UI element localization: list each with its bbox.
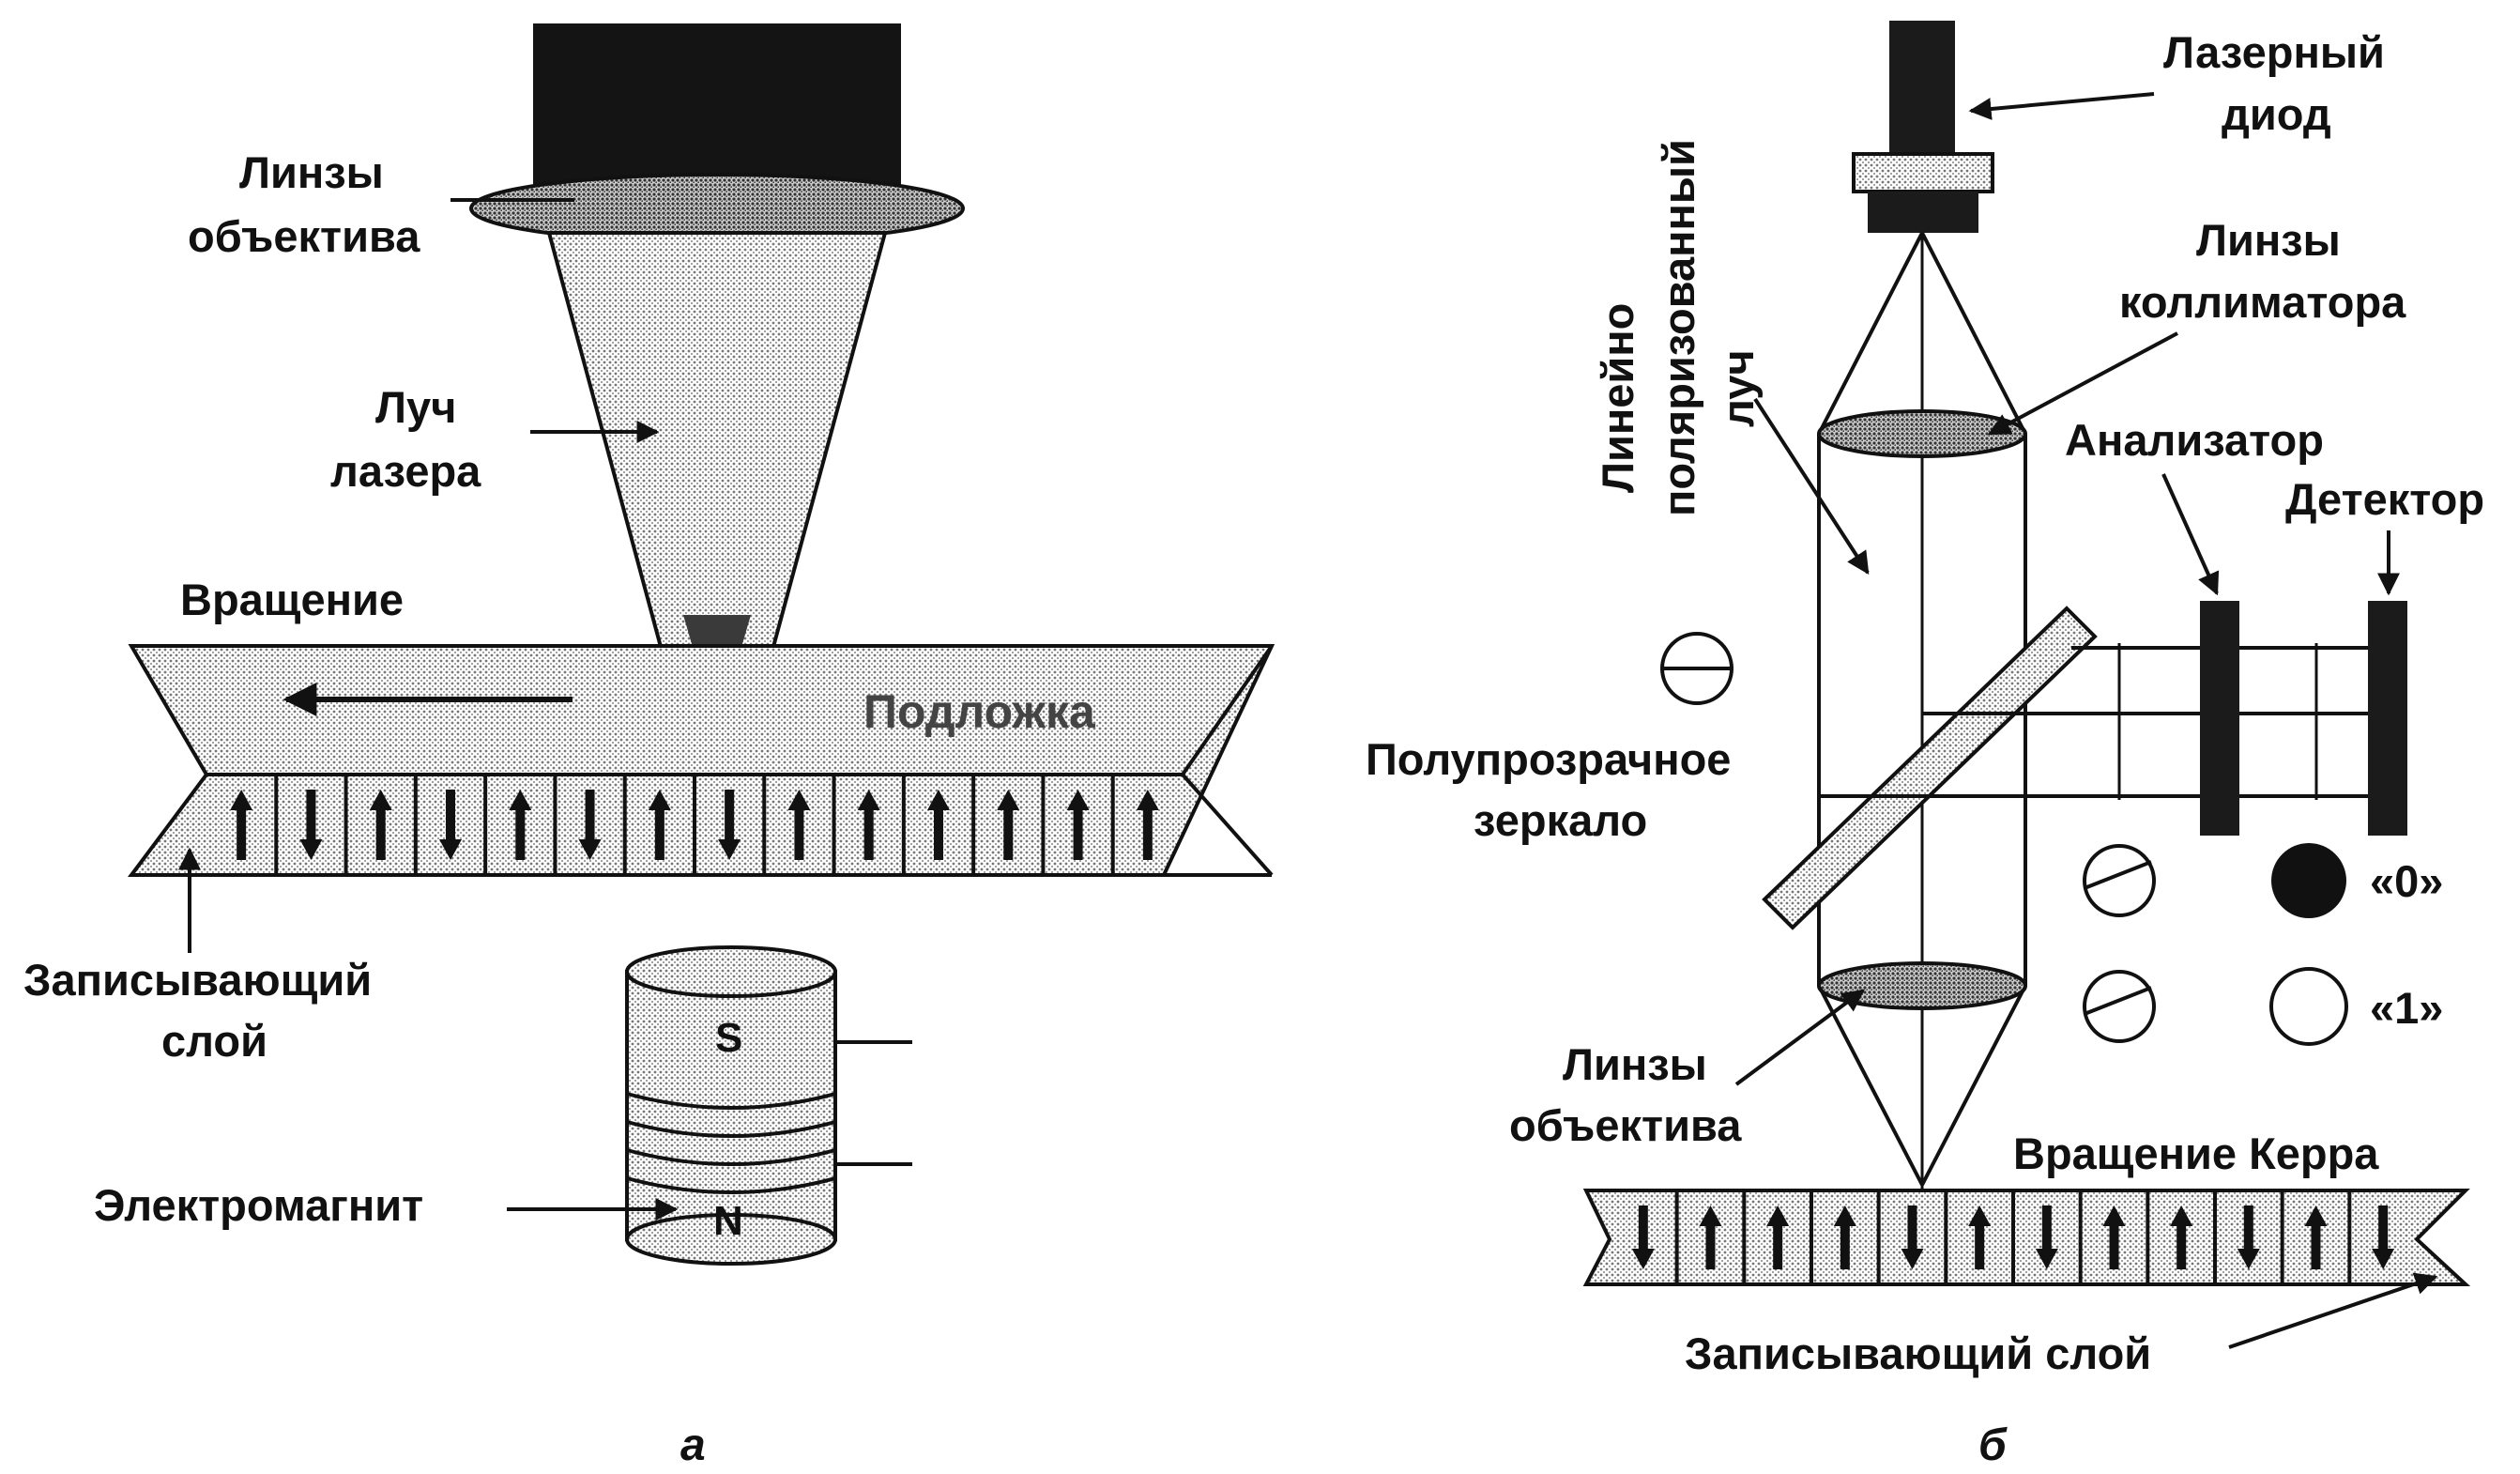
- domain-a-domain-arrow-up: [230, 790, 253, 860]
- electromagnet: S N: [625, 945, 912, 1266]
- domain-a-domain-arrow-up: [787, 790, 811, 860]
- domain-a-domain-arrow-down: [439, 790, 462, 860]
- collimator-label-1: Линзы: [2196, 215, 2341, 265]
- state-zero-dot: [2271, 843, 2346, 918]
- domain-a-domain-arrow-down: [299, 790, 323, 860]
- domain-a-domain-arrow-down: [578, 790, 602, 860]
- polarization-symbol-vertical: [1660, 632, 1733, 705]
- state-zero-label: «0»: [2370, 856, 2443, 906]
- domain-b-domain-arrow-up: [1699, 1205, 1722, 1269]
- laser-beam-label-2: лазера: [330, 446, 481, 496]
- domain-a-domain-arrow-up: [1136, 790, 1159, 860]
- recording-layer-label-a-1: Записывающий: [23, 955, 372, 1005]
- recording-layer-label-a-2: слой: [161, 1016, 267, 1066]
- objective-lens-label-a-2: объектива: [188, 211, 420, 261]
- objective-lens-label-a-1: Линзы: [239, 147, 384, 197]
- state-one-dot: [2269, 967, 2348, 1046]
- domain-b-domain-arrow-up: [1833, 1205, 1856, 1269]
- laser-beam-label-1: Луч: [375, 382, 456, 432]
- collimator-lens: [1817, 409, 2027, 458]
- electromagnet-label: Электромагнит: [94, 1180, 423, 1230]
- caption-b: б: [1978, 1420, 2008, 1470]
- laser-diode: [1852, 21, 1994, 233]
- pole-south-label: S: [715, 1015, 742, 1061]
- collimator-label-2: коллиматора: [2119, 277, 2406, 327]
- substrate-label: Подложка: [863, 685, 1096, 738]
- domain-b-domain-arrow-down: [1901, 1205, 1924, 1269]
- half-mirror-label-2: зеркало: [1474, 795, 1647, 845]
- polarized-beam-label: Линейно поляризованный луч: [1593, 139, 1763, 516]
- domain-a-domain-arrow-up: [927, 790, 950, 860]
- domain-b-domain-arrow-down: [2372, 1205, 2395, 1269]
- domain-b-domain-arrow-down: [2035, 1205, 2058, 1269]
- recording-layer-label-b: Записывающий слой: [1685, 1328, 2151, 1378]
- domain-b-domain-arrow-up: [1766, 1205, 1790, 1269]
- laser-diode-label-1: Лазерный: [2163, 27, 2385, 77]
- polarization-symbol-rotated-2: [2083, 970, 2156, 1043]
- rotation-label: Вращение: [180, 575, 404, 624]
- domain-b-domain-arrow-up: [2304, 1205, 2328, 1269]
- domain-b-domain-arrow-down: [1631, 1205, 1655, 1269]
- domain-a-domain-arrow-up: [509, 790, 532, 860]
- analyzer-label: Анализатор: [2065, 415, 2324, 465]
- laser-diode-label-2: диод: [2222, 89, 2331, 139]
- objective-lens-label-b-1: Линзы: [1563, 1039, 1707, 1089]
- recording-domains-a: [230, 776, 1159, 873]
- domain-a-domain-arrow-up: [997, 790, 1020, 860]
- detector: [2368, 601, 2407, 836]
- domain-b-domain-arrow-up: [2102, 1205, 2126, 1269]
- domain-a-domain-arrow-down: [718, 790, 741, 860]
- domain-a-domain-arrow-up: [369, 790, 392, 860]
- polarization-symbol-rotated-1: [2083, 844, 2156, 917]
- domain-b-domain-arrow-up: [2170, 1205, 2193, 1269]
- recording-strip-b: [1582, 1189, 2471, 1286]
- polarized-beam-label-3: луч: [1713, 349, 1763, 427]
- state-one-label: «1»: [2370, 983, 2443, 1033]
- pole-north-label: N: [713, 1198, 743, 1244]
- polarized-beam-label-2: поляризованный: [1654, 139, 1703, 516]
- objective-lens-b: [1817, 961, 2027, 1010]
- domain-a-domain-arrow-up: [857, 790, 880, 860]
- half-mirror-label-1: Полупрозрачное: [1366, 734, 1731, 784]
- objective-lens-label-b-2: объектива: [1509, 1100, 1742, 1150]
- half-mirror: [1762, 606, 2098, 930]
- panel-a: Подложка S N Линзы объектива Луч лазера …: [23, 23, 1275, 1470]
- caption-a: а: [680, 1420, 706, 1470]
- recording-domains-b: [1631, 1192, 2395, 1282]
- domain-b-domain-arrow-down: [2237, 1205, 2260, 1269]
- detector-label: Детектор: [2285, 474, 2484, 524]
- analyzer: [2200, 601, 2239, 836]
- domain-a-domain-arrow-up: [648, 790, 671, 860]
- domain-a-domain-arrow-up: [1066, 790, 1090, 860]
- kerr-rotation-label: Вращение Керра: [2013, 1129, 2379, 1178]
- panel-b: «0» «1» Лазерный диод Линзы коллиматора …: [1366, 21, 2484, 1470]
- objective-housing: [533, 23, 901, 197]
- polarized-beam-label-1: Линейно: [1593, 303, 1642, 493]
- domain-b-domain-arrow-up: [1968, 1205, 1992, 1269]
